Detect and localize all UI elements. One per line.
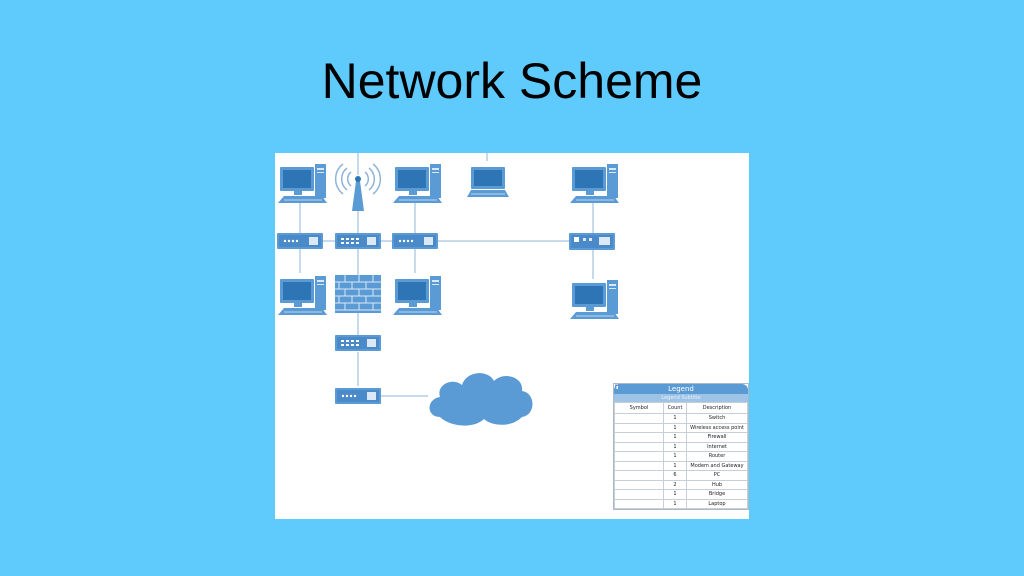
legend-table: Symbol Count Description 1 Switch 1 Wire… [614,384,748,509]
bridge-icon [569,233,615,250]
router-icon [335,335,381,351]
legend-row: 1 Bridge [614,384,748,500]
legend-description: Switch [686,413,748,424]
pc-icon [277,163,328,204]
hub-icon [277,233,323,249]
modem-icon [335,388,381,404]
firewall-icon [335,275,381,313]
diagram-svg [277,153,620,426]
slide-title: Network Scheme [321,53,703,109]
pc-icon [569,163,620,204]
legend-description: Wireless access point [686,422,748,433]
pc-icon [277,275,328,316]
legend-row: 1 Switch [614,384,748,424]
legend-description: Internet [686,441,748,452]
legend-count: 1 [663,498,687,509]
legend-row: 1 Firewall [614,384,748,443]
legend-description: Firewall [686,432,748,443]
legend-count: 1 [663,422,687,433]
legend-row: 6 PC [614,384,748,481]
legend-header-description: Description [686,402,748,414]
laptop-icon [467,167,509,197]
pc-icon [392,275,443,316]
legend-header-symbol: Symbol [614,402,664,414]
wireless-access-point-icon [334,163,382,211]
legend-title: Legend [614,384,748,394]
legend-count: 1 [663,460,687,471]
network-diagram: Legend Legend Subtitle Symbol Count Desc… [275,153,749,519]
legend-row: 1 Modem and Gateway [614,384,748,471]
legend-count: 1 [663,441,687,452]
laptop-icon [617,384,627,391]
legend-description: Router [686,451,748,462]
hub-icon [392,233,438,249]
legend-row: 1 Internet [614,384,748,452]
legend-count: 1 [663,489,687,500]
legend-count: 1 [663,432,687,443]
legend-count: 1 [663,413,687,424]
legend-count: 2 [663,479,687,490]
legend-count: 1 [663,451,687,462]
legend-row: 1 Laptop [614,384,748,509]
connection-lines [299,153,594,397]
legend-description: PC [686,470,748,481]
legend-row: 1 Router [614,384,748,462]
legend-description: Laptop [686,498,748,509]
legend-description: Hub [686,479,748,490]
legend: Legend Legend Subtitle Symbol Count Desc… [613,383,749,510]
pc-icon [569,279,620,320]
switch-icon [335,233,381,249]
legend-row: 1 Wireless access point [614,384,748,433]
legend-count: 6 [663,470,687,481]
legend-header-count: Count [663,402,687,414]
legend-header-row: Symbol Count Description [614,402,748,414]
legend-description: Bridge [686,489,748,500]
cloud-icon [429,373,533,426]
pc-icon [392,163,443,204]
legend-row: 2 Hub [614,384,748,490]
legend-description: Modem and Gateway [686,460,748,471]
legend-subtitle: Legend Subtitle [614,394,748,402]
